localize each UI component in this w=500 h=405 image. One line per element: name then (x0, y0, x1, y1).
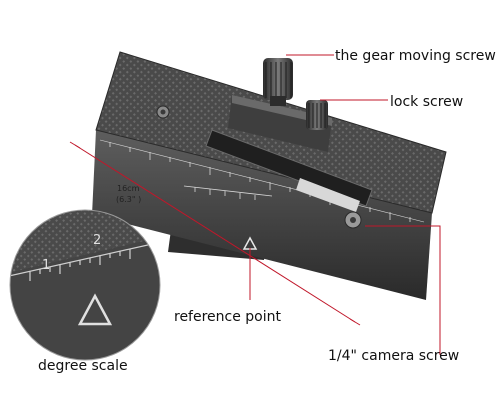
lock-screw-knob (306, 100, 328, 130)
plate-screw (156, 105, 170, 119)
lock-screw-label: lock screw (390, 94, 464, 110)
inset-scale-mark-2: 2 (93, 233, 102, 248)
reference-point-label: reference point (174, 309, 282, 325)
side-scale (99, 139, 425, 223)
degree-scale-label: degree scale (38, 358, 128, 374)
rail-slot (205, 129, 373, 212)
dimension-line (69, 141, 361, 326)
length-in-label: (6.3" ) (116, 195, 142, 204)
inset-scale-mark-1: 1 (42, 258, 51, 273)
camera-screw-label: 1/4" camera screw (328, 348, 460, 364)
base-scale (183, 185, 273, 200)
callout-lines (249, 54, 441, 355)
gear-screw-label: the gear moving screw (335, 48, 496, 64)
inset-border (9, 209, 161, 361)
gear-moving-knob (263, 58, 293, 106)
camera-screw (344, 211, 362, 229)
rail-plate-side (92, 130, 432, 300)
length-cm-label: 16cm (117, 184, 140, 193)
